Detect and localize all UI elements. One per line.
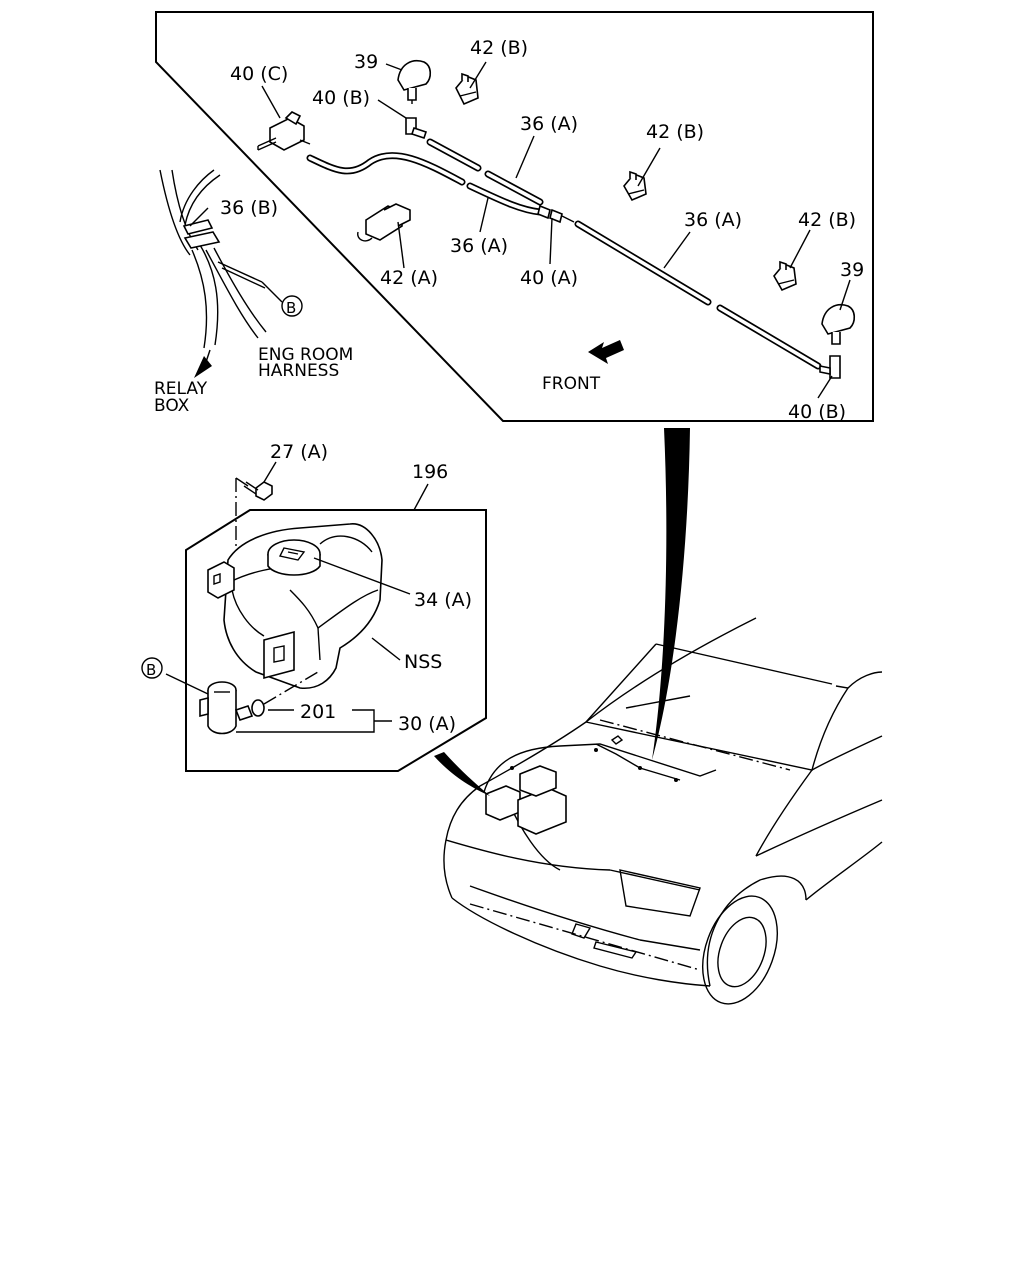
- washer-tank: [207, 523, 383, 690]
- label-201: 201: [300, 701, 336, 723]
- label-42a: 42 (A): [380, 267, 438, 289]
- eng-room-harness: [159, 169, 283, 378]
- label-42b-top: 42 (B): [470, 37, 528, 59]
- hose-36a-segments: [426, 138, 822, 370]
- engine-room-components: [483, 735, 717, 835]
- upper-leader-lines: [189, 61, 851, 399]
- label-harness: HARNESS: [258, 361, 339, 381]
- label-eng-room: ENG ROOM: [258, 345, 353, 365]
- label-36a-right: 36 (A): [684, 209, 742, 231]
- nss-leader: [371, 637, 401, 661]
- label-36a-mid: 36 (A): [450, 235, 508, 257]
- washer-nozzle-39-top: [397, 60, 432, 104]
- label-39-top: 39: [354, 51, 378, 73]
- screw-27a: [235, 461, 277, 568]
- clip-42b-right: [773, 260, 797, 292]
- label-34a: 34 (A): [414, 589, 472, 611]
- tank-cap-34a: [267, 535, 411, 595]
- label-box: BOX: [154, 396, 190, 416]
- label-42b-mid: 42 (B): [646, 121, 704, 143]
- clip-42a: [357, 203, 411, 242]
- washer-nozzle-39-right: [821, 304, 856, 345]
- washer-motor-pump: [165, 673, 254, 735]
- ref-b-top: B: [286, 299, 296, 317]
- label-relay: RELAY: [154, 379, 208, 399]
- label-39-right: 39: [840, 259, 864, 281]
- gasket-201: [251, 671, 319, 717]
- hose-36b: [306, 152, 466, 186]
- ref-b-bottom-circle: [141, 657, 163, 679]
- label-nss: NSS: [404, 651, 442, 673]
- label-front: FRONT: [542, 374, 601, 394]
- vehicle-outline: [443, 617, 883, 1005]
- label-40b-top: 40 (B): [312, 87, 370, 109]
- check-valve-40c: [257, 111, 311, 151]
- label-27a: 27 (A): [270, 441, 328, 463]
- label-40b-bottom: 40 (B): [788, 401, 846, 423]
- tank-pointer-arrow: [434, 752, 490, 796]
- joint-40b-bottom: [819, 355, 841, 379]
- label-196: 196: [412, 461, 448, 483]
- lower-detail-frame: [185, 509, 487, 772]
- upper-detail-frame: [155, 11, 874, 422]
- label-30a: 30 (A): [398, 713, 456, 735]
- label-42b-right: 42 (B): [798, 209, 856, 231]
- detail-pointer-arrow: [652, 428, 690, 760]
- ref-b-bottom: B: [146, 661, 156, 679]
- label-36b: 36 (B): [220, 197, 278, 219]
- label-40c: 40 (C): [230, 63, 288, 85]
- joint-40a: [537, 204, 575, 224]
- ref-b-top-circle: [281, 295, 303, 317]
- joint-40b-top: [405, 117, 428, 140]
- label-36a-top: 36 (A): [520, 113, 578, 135]
- clip-42b-top: [455, 72, 479, 106]
- label-40a: 40 (A): [520, 267, 578, 289]
- relay-box-arrow-icon: [194, 356, 212, 378]
- clip-42b-mid: [623, 170, 647, 202]
- front-arrow-icon: [588, 340, 624, 364]
